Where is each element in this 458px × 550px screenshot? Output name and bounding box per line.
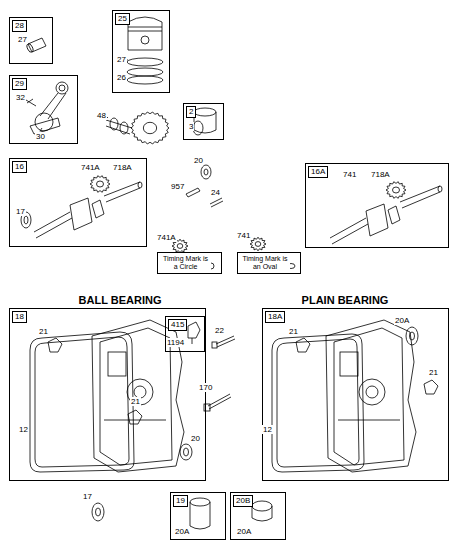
- part-group-box: 20B: [230, 492, 286, 540]
- callout-number: 12: [18, 425, 29, 434]
- connecting-rod: [26, 82, 68, 134]
- crankcase-cover: [326, 320, 416, 472]
- callout-number: 24: [210, 188, 221, 197]
- callout-number: 741: [236, 231, 251, 240]
- gasket: [30, 332, 134, 472]
- callout-number: 21: [130, 397, 141, 406]
- callout-number: 21: [38, 327, 49, 336]
- callout-number: 1194: [166, 338, 185, 347]
- callout-number: 21: [288, 327, 299, 336]
- callout-number: 3: [188, 122, 194, 131]
- group-number: 28: [12, 20, 27, 32]
- gear-teeth: [172, 239, 188, 253]
- piston: [125, 17, 163, 84]
- seal: [252, 501, 272, 521]
- part-group-box: 16A: [305, 163, 449, 248]
- bolt: [204, 336, 235, 411]
- callout-number: 12: [262, 425, 273, 434]
- part-group-box: 28: [9, 17, 53, 64]
- gear-hub: [97, 181, 104, 187]
- group-number: 415: [168, 319, 187, 331]
- callout-number: 20: [193, 156, 204, 165]
- section-heading: BALL BEARING: [78, 294, 163, 306]
- group-number: 19: [173, 495, 188, 507]
- callout-number: 20A: [394, 316, 410, 325]
- crankcase-cover: [92, 320, 184, 472]
- note-text: Timing Mark is a Circle: [160, 255, 211, 271]
- note-box: Timing Mark is a Circle: [157, 252, 222, 274]
- callout-number: 17: [82, 492, 93, 501]
- group-number: 16: [12, 161, 27, 173]
- part-group-box: 2: [183, 103, 224, 140]
- section-heading: PLAIN BEARING: [301, 294, 390, 306]
- part-group-box: 19: [170, 492, 226, 540]
- piston-pin: [26, 38, 46, 53]
- gear-teeth: [386, 182, 406, 199]
- callout-number: 20A: [174, 527, 190, 536]
- group-number: 2: [186, 106, 196, 118]
- callout-number: 741: [342, 170, 357, 179]
- part-group-box: 18A: [262, 308, 449, 481]
- plug: [296, 327, 438, 394]
- group-number: 18: [12, 311, 27, 323]
- part-group-box: 16: [9, 158, 147, 247]
- crankshaft: [21, 176, 142, 238]
- callout-number: 718A: [370, 170, 391, 179]
- callout-number: 741A: [156, 233, 177, 242]
- callout-number: 22: [214, 326, 225, 335]
- crankshaft: [330, 182, 442, 244]
- callout-number: 741A: [80, 163, 101, 172]
- callout-number: 27: [116, 55, 127, 64]
- group-number: 25: [115, 13, 130, 25]
- callout-number: 32: [15, 93, 26, 102]
- gear-teeth: [90, 176, 110, 193]
- callout-number: 27: [17, 35, 28, 44]
- bushing: [190, 498, 210, 529]
- group-number: 16A: [308, 166, 328, 178]
- group-number: 29: [12, 78, 27, 90]
- timing-gear: [250, 237, 266, 251]
- gear-hub: [393, 187, 400, 193]
- callout-number: 26: [116, 73, 127, 82]
- plug: [48, 322, 200, 460]
- timing-gear: [172, 239, 188, 253]
- callout-number: 17: [15, 207, 26, 216]
- note-text: Timing Mark is an Oval: [240, 255, 290, 271]
- gear-hub: [177, 244, 183, 249]
- part-group-box: 415: [165, 316, 205, 352]
- callout-number: 30: [35, 132, 46, 141]
- note-box: Timing Mark is an Oval: [237, 252, 301, 274]
- group-number: 18A: [265, 311, 285, 323]
- callout-number: 48: [96, 111, 107, 120]
- part-group-box: 29: [9, 75, 78, 144]
- callout-number: 20A: [236, 527, 252, 536]
- gear-teeth: [250, 237, 266, 251]
- part-group-box: 18 415: [9, 308, 206, 481]
- gasket: [272, 334, 364, 472]
- seal: [92, 503, 104, 521]
- callout-number: 957: [170, 182, 185, 191]
- callout-number: 21: [428, 368, 439, 377]
- callout-number: 718A: [112, 163, 133, 172]
- callout-number: 20: [190, 434, 201, 443]
- group-number: 20B: [233, 495, 253, 507]
- gear-hub: [143, 122, 156, 133]
- camshaft: [106, 112, 169, 144]
- part-group-box: 25: [112, 10, 170, 93]
- small-parts: [186, 165, 223, 207]
- gear-teeth: [131, 112, 169, 144]
- gear-hub: [255, 242, 261, 247]
